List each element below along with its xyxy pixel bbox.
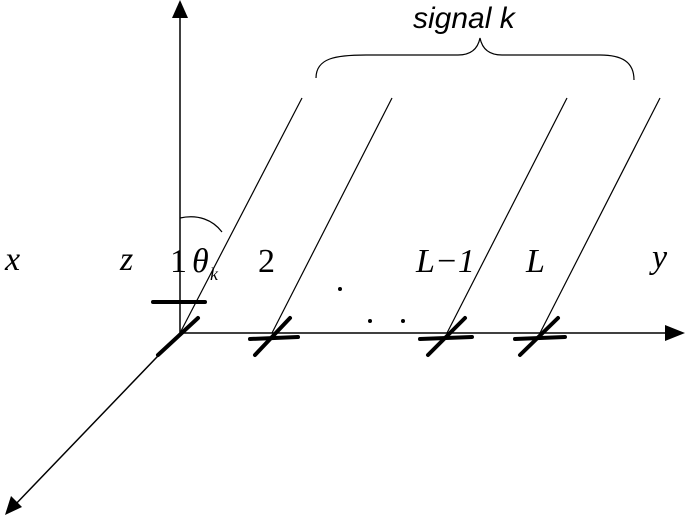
sensor-2-label: 2 [258, 243, 275, 280]
sensor-1-label: 1 [170, 243, 187, 280]
y-axis-label: y [649, 239, 668, 276]
theta-arc [179, 216, 223, 233]
ellipsis-dot [338, 287, 342, 291]
signal-ray-3 [446, 97, 568, 334]
sensor-L-minus-1-marker [418, 316, 474, 357]
z-axis-arrowhead [172, 0, 188, 18]
ellipsis-dot [368, 319, 372, 323]
sensor-L-minus-1-label: L−1 [415, 243, 475, 280]
signal-ray-2 [271, 97, 393, 334]
signal-ray-4 [539, 97, 661, 334]
z-axis-label: z [119, 241, 133, 278]
signal-ray-1 [179, 97, 303, 334]
theta-subscript: k [210, 264, 219, 284]
sensor-1-marker [151, 300, 207, 357]
sensor-L-marker [513, 316, 567, 357]
ellipsis-dot [401, 319, 405, 323]
sensor-2-marker [248, 316, 300, 357]
sensor-L-label: L [525, 243, 545, 280]
x-axis-label: x [4, 241, 20, 278]
signal-brace [315, 37, 635, 81]
x-axis-arrowhead [5, 496, 22, 515]
y-axis-arrowhead [665, 325, 685, 341]
signal-label: signal k [413, 2, 517, 35]
x-axis [11, 332, 181, 509]
theta-label: θ [192, 243, 209, 280]
